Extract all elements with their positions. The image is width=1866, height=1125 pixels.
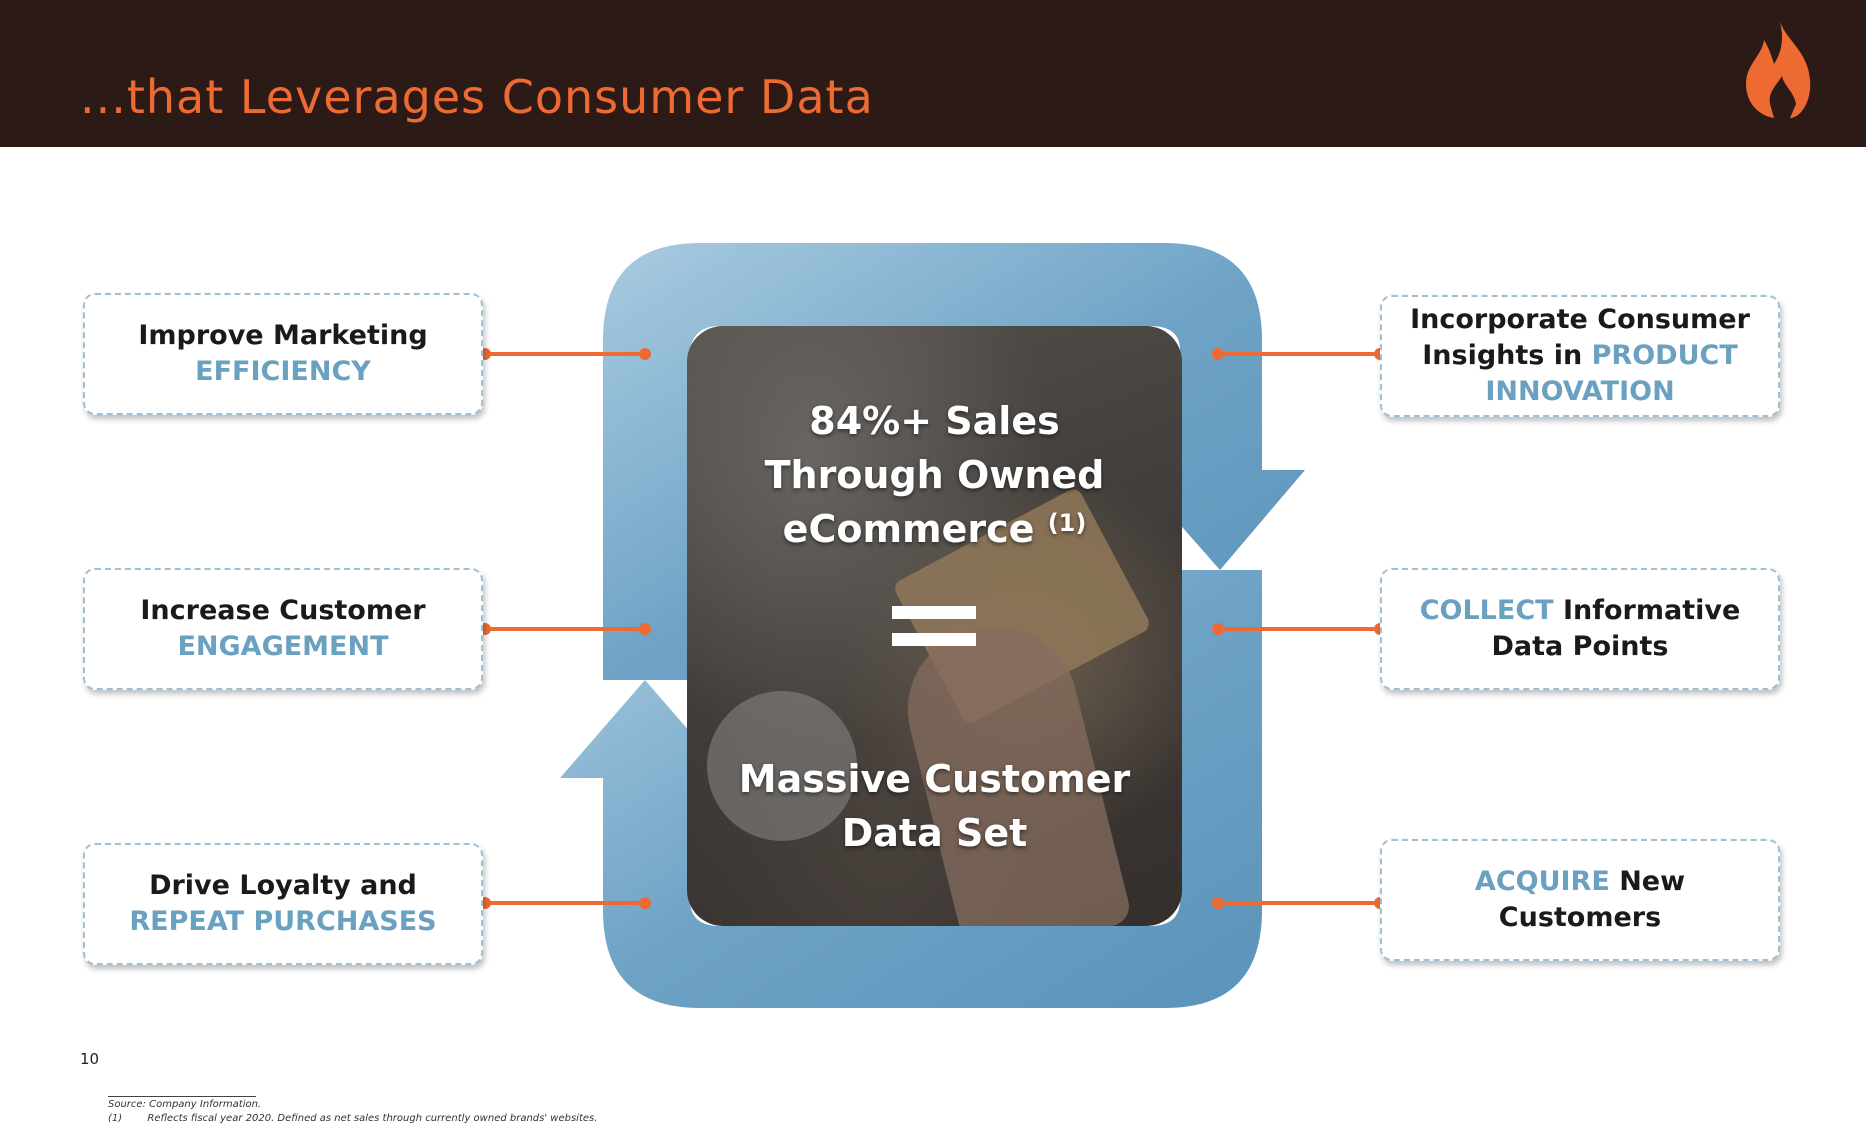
connector-left-1 [479,348,651,360]
cycle-arrow-frame [603,243,1305,680]
equals-icon [892,606,976,646]
page-title: ...that Leverages Consumer Data [80,70,874,124]
footnote-text: Reflects fiscal year 2020. Defined as ne… [147,1113,598,1124]
box-improve-marketing: Improve Marketing EFFICIENCY [83,293,483,415]
stat-line-2: Through Owned [764,453,1105,497]
result-line-2: Data Set [841,811,1028,855]
smores-photo [687,326,1182,926]
box-highlight: EFFICIENCY [195,356,371,387]
box-increase-engagement: Increase Customer ENGAGEMENT [83,568,483,690]
page-number: 10 [80,1050,100,1068]
cycle-arrow-return [560,570,1262,1008]
stat-footnote-marker: (1) [1047,509,1087,537]
box-highlight: INNOVATION [1485,376,1675,407]
box-highlight: COLLECT [1419,595,1554,626]
box-line: Informative [1553,595,1741,626]
footnote-marker: (1) [108,1113,123,1124]
box-product-innovation: Incorporate Consumer Insights in PRODUCT… [1380,295,1780,417]
connector-left-2 [479,623,651,635]
box-line: Insights in [1422,340,1592,371]
box-collect-data: COLLECT Informative Data Points [1380,568,1780,690]
box-line: Improve Marketing [138,320,428,351]
roasting-stick-logo-shape [707,691,857,841]
box-line: Incorporate Consumer [1410,304,1750,335]
box-line: Data Points [1491,631,1669,662]
box-line: Drive Loyalty and [149,870,417,901]
stat-text: 84%+ Sales Through Owned eCommerce (1) [687,394,1182,556]
box-highlight: REPEAT PURCHASES [129,906,437,937]
stat-line-3: eCommerce [782,507,1035,551]
flame-icon [1746,22,1811,118]
box-drive-loyalty: Drive Loyalty and REPEAT PURCHASES [83,843,483,965]
box-highlight: ACQUIRE [1474,866,1610,897]
photo-overlay [687,326,1182,926]
box-highlight: PRODUCT [1591,340,1738,371]
header-bar: ...that Leverages Consumer Data [0,0,1866,147]
box-line: Increase Customer [140,595,426,626]
footnote-1: (1) Reflects fiscal year 2020. Defined a… [108,1113,597,1124]
connector-right-3 [1212,897,1386,909]
stat-line-1: 84%+ Sales [809,399,1060,443]
footnote-source: Source: Company Information. [108,1099,262,1110]
box-line: Customers [1498,902,1662,933]
box-acquire-customers: ACQUIRE New Customers [1380,839,1780,961]
result-line-1: Massive Customer [738,757,1131,801]
result-text: Massive Customer Data Set [687,752,1182,860]
box-line: New [1609,866,1686,897]
box-highlight: ENGAGEMENT [177,631,389,662]
footnote-divider [108,1096,256,1097]
